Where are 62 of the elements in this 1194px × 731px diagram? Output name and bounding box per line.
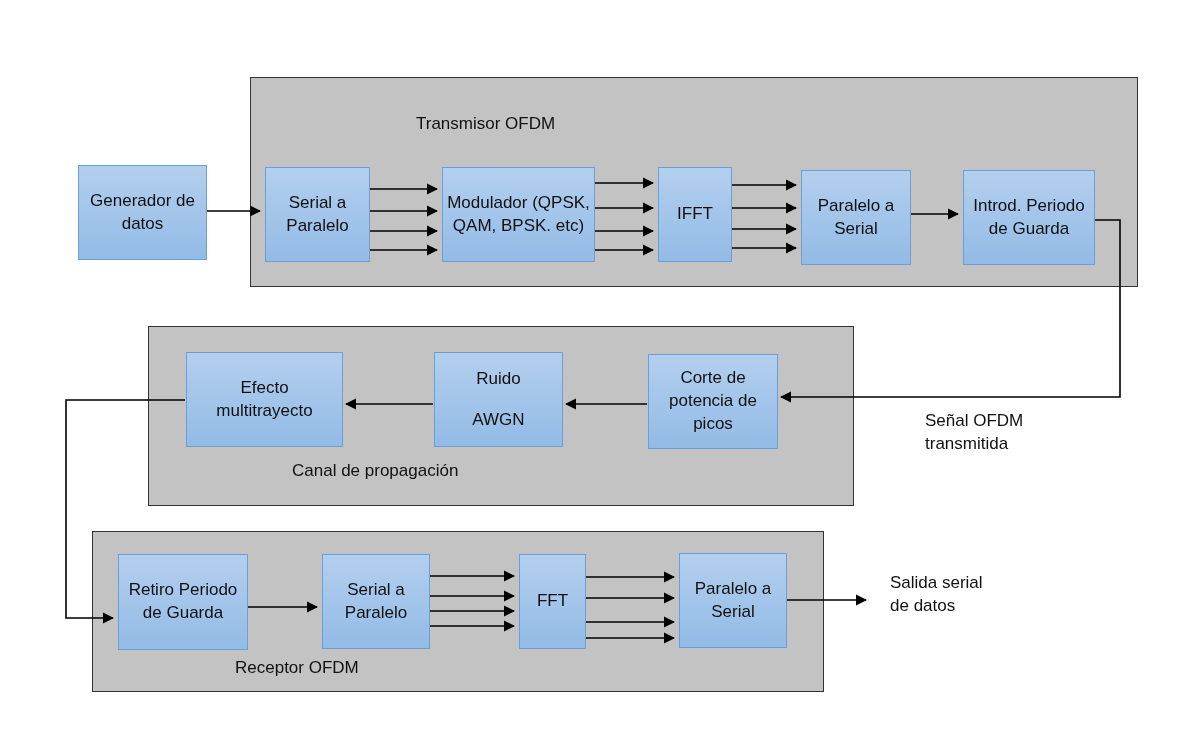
arrow: [593, 202, 655, 214]
arrow: [584, 592, 676, 604]
process-box: [658, 167, 732, 262]
arrow: [368, 225, 439, 237]
process-box: [322, 554, 430, 649]
process-box: [186, 352, 343, 447]
box-text: Corte de potencia de picos: [668, 367, 758, 435]
output-text: Salida serial de datos: [890, 572, 986, 647]
box-text: FFT: [536, 590, 569, 613]
box-text: Paralelo a Serial: [816, 194, 896, 240]
process-box: [963, 170, 1095, 265]
process-box: [78, 165, 207, 260]
arrow: [65, 399, 186, 624]
arrow: [368, 183, 439, 195]
arrow: [344, 398, 434, 410]
arrow: [593, 225, 655, 237]
box-text: IFFT: [677, 203, 713, 226]
box-text: Retiro Periodo de Guarda: [127, 579, 239, 624]
process-box: [679, 553, 787, 648]
group-title: Canal de propagación: [292, 461, 459, 481]
arrow: [584, 632, 676, 644]
arrow: [730, 223, 798, 235]
process-box: [519, 554, 586, 649]
box-text: Modulador (QPSK, QAM, BPSK. etc): [447, 191, 590, 237]
arrow: [730, 179, 798, 191]
process-box: [434, 352, 563, 447]
group-title: Transmisor OFDM: [416, 114, 556, 134]
process-box: [648, 354, 778, 449]
arrow: [428, 620, 516, 632]
arrow: [584, 571, 676, 583]
arrow: [428, 570, 516, 582]
arrow: [246, 601, 319, 613]
box-text: Serial a Paralelo: [343, 578, 409, 624]
arrow: [779, 219, 1121, 403]
box-text: Generador de datos: [89, 189, 196, 235]
arrow: [368, 205, 439, 217]
box-text: Efecto multitrayecto: [215, 376, 314, 422]
process-box: [442, 167, 595, 262]
arrow: [428, 605, 516, 617]
arrow: [730, 202, 798, 214]
process-box: [265, 167, 370, 262]
arrow: [730, 242, 798, 254]
arrow: [368, 244, 439, 256]
box-text: Paralelo a Serial: [693, 577, 773, 623]
arrow: [593, 244, 655, 256]
arrow: [909, 208, 960, 220]
box-text: Ruido: [476, 367, 521, 390]
group-title: Receptor OFDM: [235, 658, 359, 678]
group-panel: [148, 326, 854, 506]
box-text: AWGN: [472, 408, 525, 431]
box-text: Introd. Periodo de Guarda: [972, 194, 1086, 240]
group-panel: [250, 77, 1138, 287]
arrow: [785, 594, 868, 606]
process-box: [118, 554, 248, 650]
arrow: [584, 616, 676, 628]
process-box: [801, 170, 911, 265]
arrow: [593, 177, 655, 189]
arrow: [564, 398, 648, 410]
group-panel: [92, 531, 824, 692]
arrow: [206, 205, 262, 217]
box-text: Serial a Paralelo: [285, 191, 350, 237]
arrow: [428, 590, 516, 602]
